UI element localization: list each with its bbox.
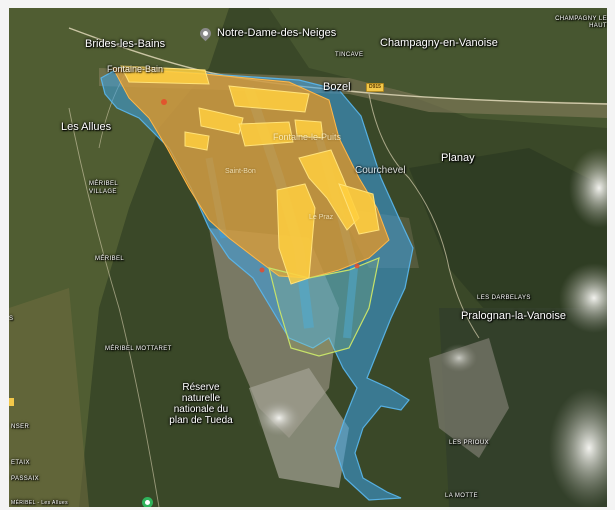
label-meribel[interactable]: MÉRIBEL	[95, 256, 125, 262]
terrain-layer	[9, 8, 607, 507]
label-edge-passaix: PASSAIX	[11, 476, 40, 482]
label-faint-saint-bon: Saint-Bon	[225, 168, 256, 175]
label-la-motte[interactable]: LA MOTTE	[445, 493, 478, 499]
label-courchevel[interactable]: Courchevel	[355, 165, 406, 176]
label-edge-nser: NSER	[11, 424, 30, 430]
label-notre-dame-des-neiges[interactable]: Notre-Dame-des-Neiges	[217, 27, 337, 39]
label-pralognan-la-vanoise[interactable]: Pralognan-la-Vanoise	[461, 310, 566, 322]
label-les-darbelays[interactable]: LES DARBELAYS	[477, 295, 531, 301]
label-faint-fontaine: Fontaine-le-Puits	[273, 132, 342, 142]
label-brides-les-bains[interactable]: Brides-les-Bains	[85, 38, 166, 50]
label-fontaine-bain[interactable]: Fontaine-Bain	[107, 64, 164, 74]
road-shield-icon: D915	[366, 83, 384, 92]
satellite-map[interactable]: Brides-les-Bains Notre-Dame-des-Neiges C…	[9, 8, 607, 507]
label-edge-s: S	[9, 316, 14, 322]
label-champagny-en-vanoise[interactable]: Champagny-en-Vanoise	[380, 37, 498, 49]
label-edge-etaix: ETAIX	[11, 460, 30, 466]
edge-marker	[9, 398, 14, 406]
label-faint-le-praz: Le Praz	[309, 214, 334, 221]
label-bozel[interactable]: Bozel	[323, 81, 351, 93]
label-meribel-village[interactable]: MÉRIBEL VILLAGE	[89, 181, 118, 195]
label-les-prioux[interactable]: LES PRIOUX	[449, 440, 490, 446]
label-edge-meribel: MÉRIBEL - Les Allues	[11, 500, 69, 506]
label-champagny-le-haut[interactable]: CHAMPAGNY LE HAUT	[555, 16, 607, 29]
label-reserve-naturelle[interactable]: Réserve naturelle nationale du plan de T…	[169, 382, 233, 426]
hazard-zone-orange	[112, 67, 390, 279]
label-meribel-mottaret[interactable]: MÉRIBEL MOTTARET	[105, 346, 172, 352]
label-tincave[interactable]: TINCAVE	[335, 52, 364, 58]
hazard-zones-yellow	[120, 65, 380, 285]
label-planay[interactable]: Planay	[441, 152, 475, 164]
label-les-allues[interactable]: Les Allues	[61, 121, 112, 133]
